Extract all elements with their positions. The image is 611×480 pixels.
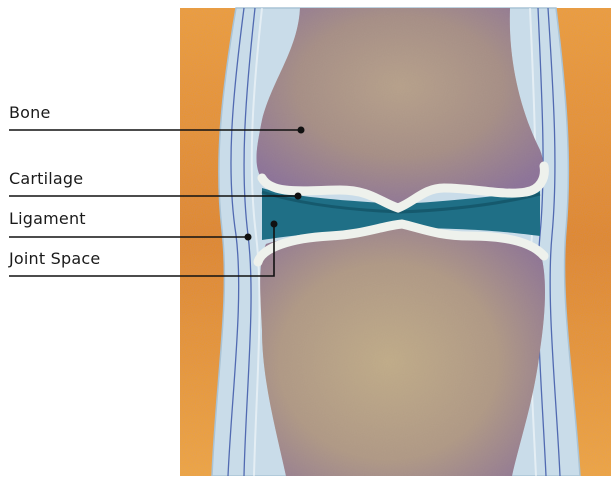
label-joint-space: Joint Space bbox=[9, 250, 100, 268]
marker-bone bbox=[298, 127, 305, 134]
label-bone: Bone bbox=[9, 104, 51, 122]
marker-joint-space bbox=[271, 221, 278, 228]
label-ligament: Ligament bbox=[9, 210, 86, 228]
marker-cartilage bbox=[295, 193, 302, 200]
marker-ligament bbox=[245, 234, 252, 241]
label-cartilage: Cartilage bbox=[9, 170, 83, 188]
